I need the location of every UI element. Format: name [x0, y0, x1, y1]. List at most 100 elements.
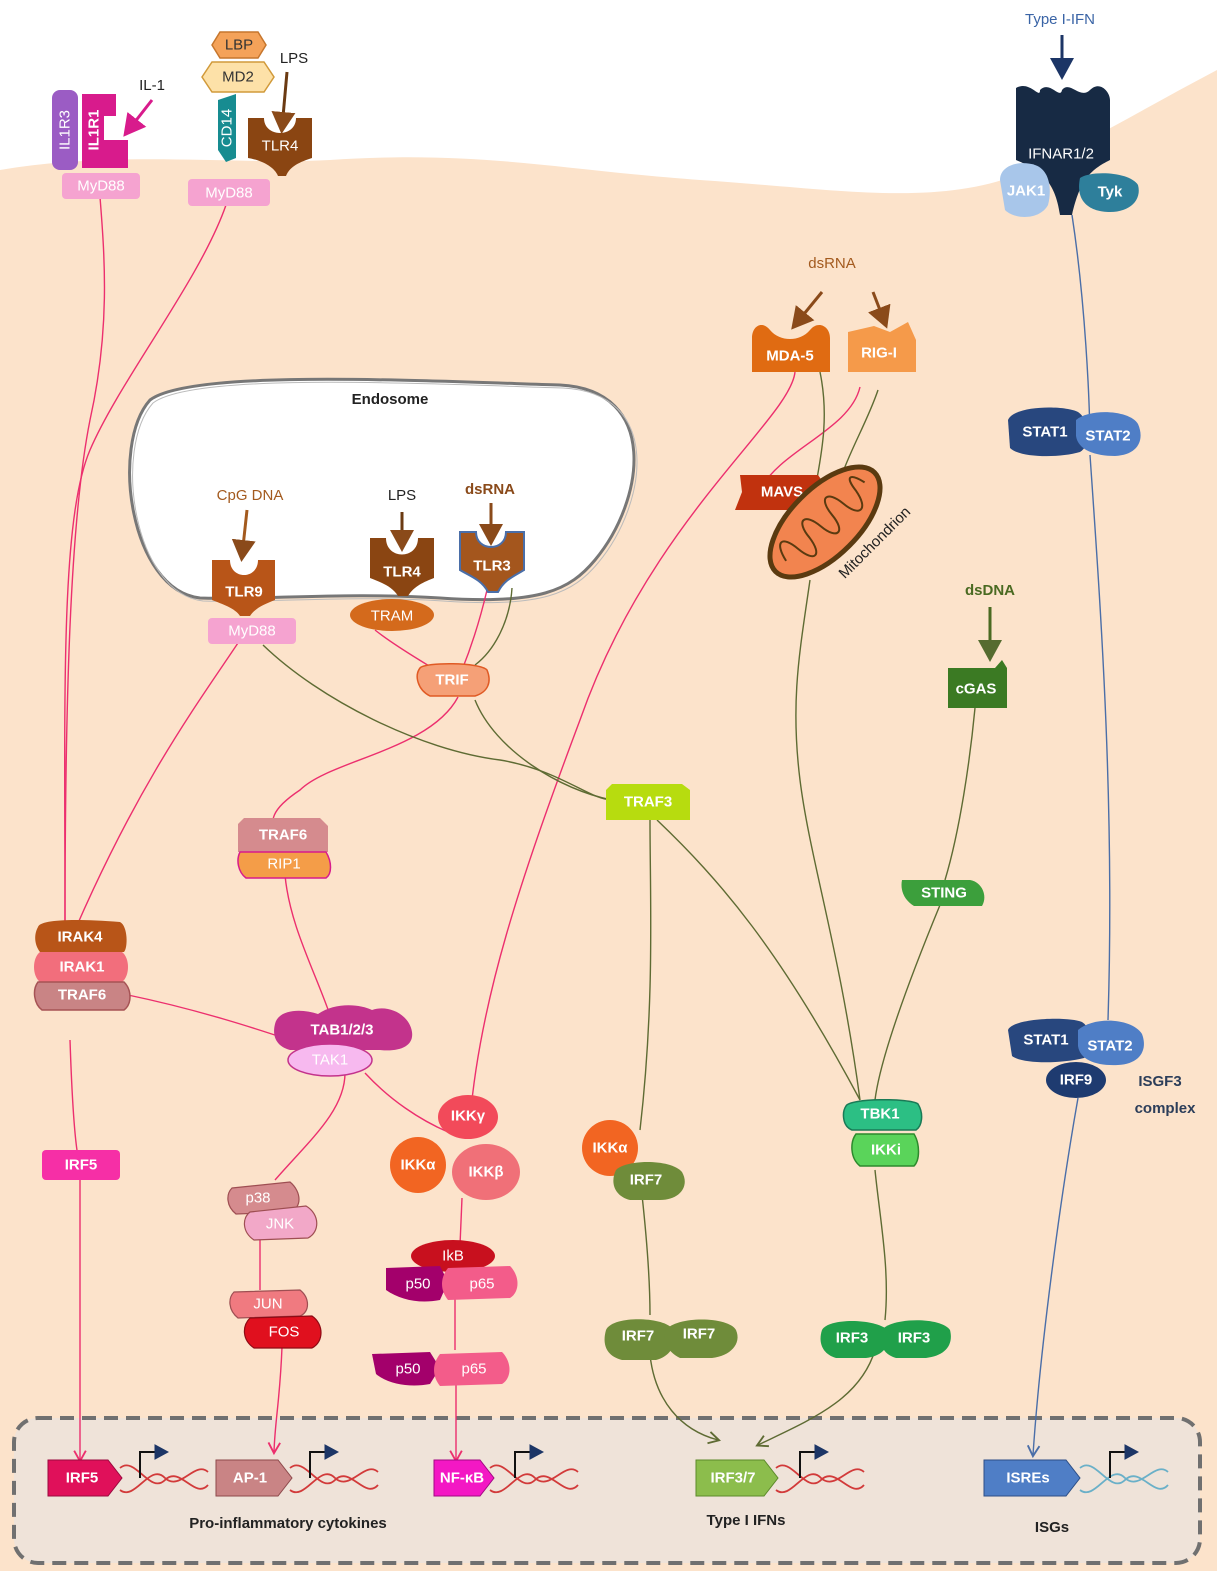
- md2-node: [201, 61, 275, 93]
- tab-node: [274, 1005, 413, 1051]
- promoter-irf37: [695, 1459, 779, 1497]
- cgas-label: cGAS: [956, 681, 997, 698]
- tyk-node: [1079, 173, 1139, 212]
- mda5-label: MDA-5: [766, 348, 814, 365]
- irf5-c-node: [42, 1150, 120, 1180]
- jak1-label: JAK1: [1007, 183, 1045, 200]
- ifnar-label: IFNAR1/2: [1028, 146, 1094, 163]
- tyk-label: Tyk: [1098, 184, 1123, 201]
- tlr4-endo-label: TLR4: [383, 564, 421, 581]
- caption-type1-ifns: Type I IFNs: [707, 1512, 786, 1529]
- dna-helices: [119, 1444, 1169, 1494]
- irf3-b-label: IRF3: [898, 1330, 931, 1347]
- stat2-b-label: STAT2: [1087, 1038, 1132, 1055]
- ikka-a-node: [390, 1137, 446, 1193]
- dsrna-endo-label: dsRNA: [465, 481, 515, 498]
- fos-node: [243, 1315, 322, 1349]
- tlr3-node: [459, 531, 525, 593]
- md2-label: MD2: [222, 69, 254, 86]
- p65-b-label: p65: [461, 1361, 486, 1378]
- ikkb-label: IKKβ: [469, 1164, 504, 1181]
- p65-a-node: [442, 1266, 518, 1300]
- promoter-irf5: [47, 1459, 123, 1497]
- promoter-ap1: [215, 1459, 293, 1497]
- ikkg-node: [438, 1095, 498, 1139]
- ikka-a-label: IKKα: [400, 1157, 436, 1174]
- promoter-isres: [983, 1459, 1081, 1497]
- il1r3-label: IL1R3: [57, 110, 74, 150]
- p50-a-label: p50: [405, 1276, 430, 1293]
- tram-label: TRAM: [371, 608, 414, 625]
- sting-label: STING: [921, 885, 967, 902]
- tlr4-endo-node: [370, 538, 434, 596]
- irf7-c-label: IRF7: [683, 1326, 716, 1343]
- ikb-label: IkB: [442, 1248, 464, 1265]
- irak1-label: IRAK1: [59, 959, 104, 976]
- mitochondrion: [767, 464, 883, 580]
- dsdna-label: dsDNA: [965, 582, 1015, 599]
- promoter-irf37-label: IRF3/7: [710, 1470, 755, 1487]
- p50-b-label: p50: [395, 1361, 420, 1378]
- tak1-label: TAK1: [312, 1052, 348, 1069]
- myd88-b-node: [188, 179, 270, 206]
- promoter-isres-label: ISREs: [1006, 1470, 1049, 1487]
- p38-label: p38: [245, 1190, 270, 1207]
- p50-a-node: [386, 1266, 448, 1302]
- irak1-node: [34, 952, 128, 982]
- p65-b-node: [434, 1352, 510, 1386]
- ikb-node: [411, 1240, 495, 1272]
- il1-label: IL-1: [139, 77, 165, 94]
- cgas-node: [948, 660, 1007, 708]
- irf7-b-node: [604, 1319, 675, 1360]
- myd88-a-label: MyD88: [77, 178, 125, 195]
- irf3-b-node: [880, 1320, 951, 1358]
- stat1-b-label: STAT1: [1023, 1032, 1068, 1049]
- trif-label: TRIF: [435, 672, 468, 689]
- traf6-b-label: TRAF6: [58, 987, 106, 1004]
- mavs-label: MAVS: [761, 484, 803, 501]
- tab-label: TAB1/2/3: [310, 1022, 373, 1039]
- trif-node: [416, 662, 490, 697]
- p65-a-label: p65: [469, 1276, 494, 1293]
- irf7-a-node: [613, 1162, 685, 1200]
- promoter-nfkb: [433, 1459, 495, 1497]
- irf7-a-label: IRF7: [630, 1172, 663, 1189]
- rigi-node: [848, 322, 916, 372]
- stat2-b-node: [1078, 1020, 1144, 1066]
- ikka-b-label: IKKα: [592, 1140, 628, 1157]
- irf9-label: IRF9: [1060, 1072, 1093, 1089]
- stat2-a-node: [1076, 412, 1141, 456]
- tlr9-node: [212, 560, 275, 616]
- stat1-b-node: [1008, 1018, 1093, 1063]
- jun-label: JUN: [253, 1296, 282, 1313]
- jnk-label: JNK: [266, 1216, 294, 1233]
- promoter-nfkb-label: NF-κB: [440, 1470, 484, 1487]
- isgf3-label: ISGF3: [1138, 1073, 1181, 1090]
- ikki-node: [851, 1133, 920, 1167]
- lbp-label: LBP: [225, 37, 253, 54]
- lps-top-label: LPS: [280, 50, 308, 67]
- tlr3-label: TLR3: [473, 558, 511, 575]
- tlr9-label: TLR9: [225, 584, 263, 601]
- tram-node: [350, 599, 434, 631]
- rigi-label: RIG-I: [861, 345, 897, 362]
- irak4-node: [35, 919, 127, 952]
- irf3-a-node: [820, 1321, 890, 1358]
- tlr4-surface-node: [248, 118, 312, 176]
- irak4-label: IRAK4: [57, 929, 103, 946]
- jnk-node: [243, 1205, 318, 1241]
- irf7-c-node: [664, 1319, 738, 1358]
- tlr4-surface-label: TLR4: [262, 138, 299, 155]
- il1r3-node: [52, 90, 78, 170]
- mda5-node: [752, 324, 830, 372]
- fos-label: FOS: [269, 1324, 300, 1341]
- stat2-a-label: STAT2: [1085, 428, 1130, 445]
- traf6-a-label: TRAF6: [259, 827, 307, 844]
- p50-b-node: [372, 1352, 440, 1386]
- rip1-label: RIP1: [267, 856, 300, 873]
- caption-pro-inflammatory: Pro-inflammatory cytokines: [189, 1515, 387, 1532]
- sting-node: [901, 880, 985, 906]
- myd88-c-label: MyD88: [228, 623, 276, 640]
